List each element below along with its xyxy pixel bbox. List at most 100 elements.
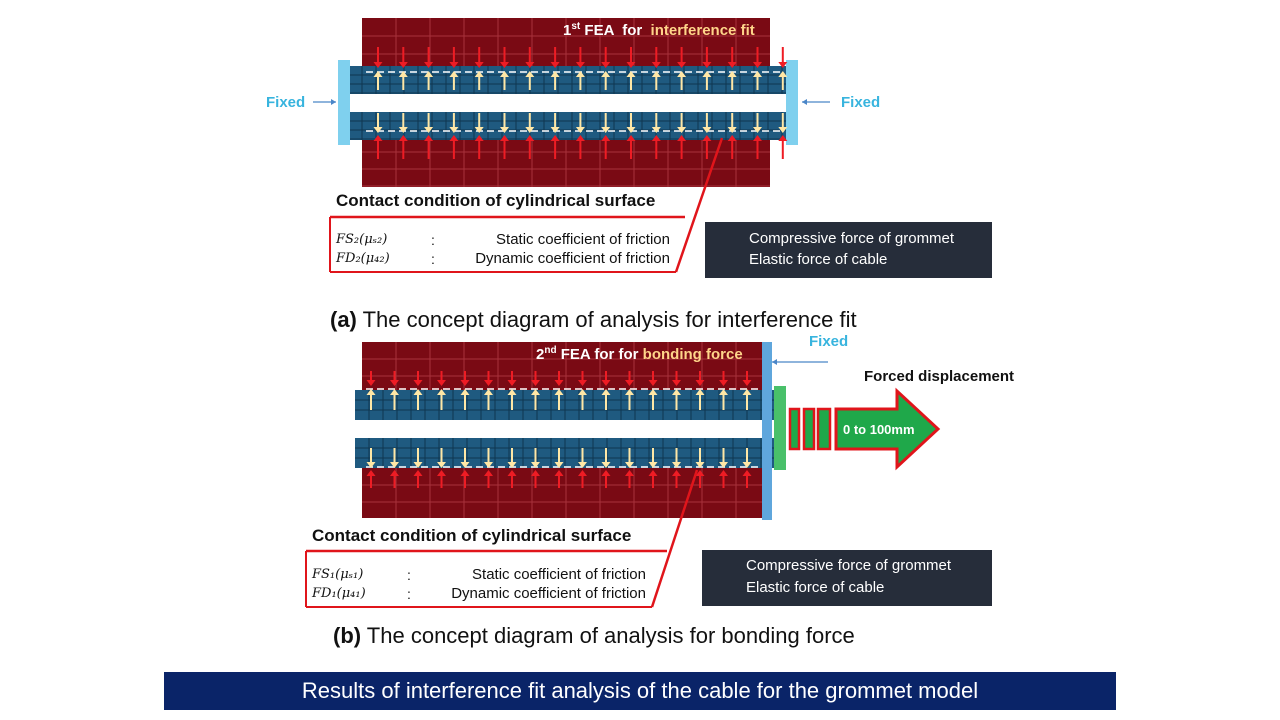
dynamic-friction-symbol-b: FD₁(μ₄₁) — [312, 586, 366, 601]
elastic-arrow-b-top-head — [484, 389, 493, 395]
fixed-plate-right — [786, 60, 798, 145]
compressive-arrow-b-top-head — [531, 380, 540, 386]
compressive-arrow-a-top-head — [449, 62, 459, 68]
contact-condition-title-a: Contact condition of cylindrical surface — [336, 191, 656, 210]
compressive-arrow-b-top-head — [648, 380, 658, 386]
caption-a: (a) The concept diagram of analysis for … — [330, 307, 857, 332]
elastic-arrow-b-top-head — [742, 389, 752, 395]
elastic-arrow-b-bottom-head — [460, 462, 470, 468]
compressive-arrow-a-bottom-head — [753, 135, 762, 141]
compressive-arrow-a-bottom-head — [373, 135, 383, 141]
elastic-arrow-a-top-head — [474, 71, 484, 77]
elastic-arrow-a-top-head — [550, 71, 560, 77]
compressive-arrow-b-bottom-head — [484, 470, 493, 476]
compressive-arrow-a-bottom-head — [474, 135, 484, 141]
compressive-arrow-b-bottom-head — [437, 470, 446, 476]
pull-plate-b — [774, 386, 786, 470]
elastic-arrow-a-top-head — [626, 71, 636, 77]
compressive-arrow-b-bottom-head — [460, 470, 470, 476]
elastic-arrow-a-bottom-head — [424, 127, 434, 133]
elastic-arrow-a-bottom-head — [575, 127, 585, 133]
elastic-arrow-a-top-head — [449, 71, 459, 77]
elastic-arrow-a-top-head — [424, 71, 434, 77]
elastic-arrow-a-bottom-head — [702, 127, 712, 133]
dynamic-friction-desc-a: Dynamic coefficient of friction — [475, 250, 670, 267]
fea-2-title: 2nd FEA for for bonding force — [536, 345, 743, 363]
elastic-arrow-a-bottom-head — [651, 127, 661, 133]
elastic-arrow-b-top-head — [625, 389, 634, 395]
compressive-arrow-a-top-head — [550, 62, 560, 68]
elastic-arrow-b-top-head — [648, 389, 658, 395]
results-banner: Results of interference fit analysis of … — [164, 672, 1116, 710]
compressive-arrow-a-bottom-head — [778, 135, 788, 141]
legend-a: Compressive force of grommet Elastic for… — [705, 222, 992, 278]
compressive-arrow-b-top-head — [578, 380, 587, 386]
elastic-arrow-b-bottom-head — [554, 462, 564, 468]
elastic-arrow-b-bottom-head — [695, 462, 705, 468]
elastic-arrow-a-bottom-head — [778, 127, 788, 133]
elastic-arrow-b-bottom-head — [648, 462, 658, 468]
compressive-arrow-b-top-head — [695, 380, 705, 386]
compressive-arrow-b-top-head — [601, 380, 611, 386]
callout-pointer-a — [674, 137, 724, 273]
compressive-arrow-b-top-head — [554, 380, 564, 386]
dynamic-friction-desc-b: Dynamic coefficient of friction — [451, 585, 646, 602]
compressive-arrow-a-top-head — [398, 62, 408, 68]
colon-b1: : — [407, 567, 411, 583]
static-friction-desc-b: Static coefficient of friction — [472, 566, 646, 583]
colon-a2: : — [431, 251, 435, 267]
elastic-arrow-b-top-head — [390, 389, 399, 395]
compressive-arrow-b-bottom-head — [625, 470, 634, 476]
compressive-arrow-a-top-head — [525, 62, 535, 68]
elastic-arrow-a-top-head — [525, 71, 535, 77]
compressive-arrow-a-bottom-head — [550, 135, 560, 141]
compressive-arrow-b-top-head — [507, 380, 517, 386]
callout-pointer-b — [650, 469, 699, 608]
compressive-arrow-a-top-head — [626, 62, 636, 68]
fixed-label-right: Fixed — [841, 94, 881, 111]
compressive-arrow-a-top-head — [677, 62, 687, 68]
compressive-arrow-a-bottom-head — [727, 135, 737, 141]
displacement-range: 0 to 100mm — [843, 422, 915, 437]
elastic-arrow-b-bottom-head — [413, 462, 423, 468]
forced-displacement-label: Forced displacement — [864, 368, 1015, 385]
elastic-arrow-a-top-head — [677, 71, 687, 77]
elastic-arrow-b-top-head — [460, 389, 470, 395]
forced-segment-2 — [802, 407, 816, 451]
dynamic-friction-symbol-a: FD₂(μ₄₂) — [336, 251, 390, 266]
elastic-arrow-a-bottom-head — [525, 127, 535, 133]
compressive-arrow-b-top-head — [460, 380, 470, 386]
compressive-arrow-b-bottom-head — [601, 470, 611, 476]
elastic-arrow-b-top-head — [554, 389, 564, 395]
elastic-arrow-a-bottom-head — [677, 127, 687, 133]
elastic-arrow-a-bottom-head — [727, 127, 737, 133]
legend-b-compressive: Compressive force of grommet — [746, 556, 952, 574]
static-friction-symbol-b: FS₁(μₛ₁) — [312, 567, 364, 582]
elastic-arrow-b-bottom-head — [578, 462, 587, 468]
grommet-bottom-b — [362, 468, 766, 518]
compressive-arrow-a-top-head — [474, 62, 484, 68]
colon-b2: : — [407, 586, 411, 602]
elastic-arrow-a-bottom-head — [626, 127, 636, 133]
compressive-arrow-b-bottom-head — [413, 470, 423, 476]
fea-1-title: 1st FEA for interference fit — [563, 21, 755, 39]
compressive-arrow-b-top-head — [719, 380, 728, 386]
elastic-arrow-b-bottom-head — [719, 462, 728, 468]
compressive-arrow-b-bottom-head — [578, 470, 587, 476]
elastic-arrow-b-top-head — [578, 389, 587, 395]
compressive-arrow-a-top-head — [373, 62, 383, 68]
elastic-arrow-a-top-head — [702, 71, 712, 77]
elastic-arrow-a-bottom-head — [601, 127, 611, 133]
compressive-arrow-a-top-head — [702, 62, 712, 68]
compressive-arrow-a-bottom-head — [601, 135, 611, 141]
elastic-arrow-b-top-head — [695, 389, 705, 395]
compressive-arrow-b-top-head — [390, 380, 399, 386]
elastic-arrow-b-bottom-head — [390, 462, 399, 468]
compressive-arrow-b-top-head — [413, 380, 423, 386]
compressive-arrow-b-top-head — [625, 380, 634, 386]
compressive-arrow-b-bottom-head — [390, 470, 399, 476]
compressive-arrow-a-bottom-head — [575, 135, 585, 141]
colon-a1: : — [431, 232, 435, 248]
compressive-arrow-a-bottom-head — [449, 135, 459, 141]
